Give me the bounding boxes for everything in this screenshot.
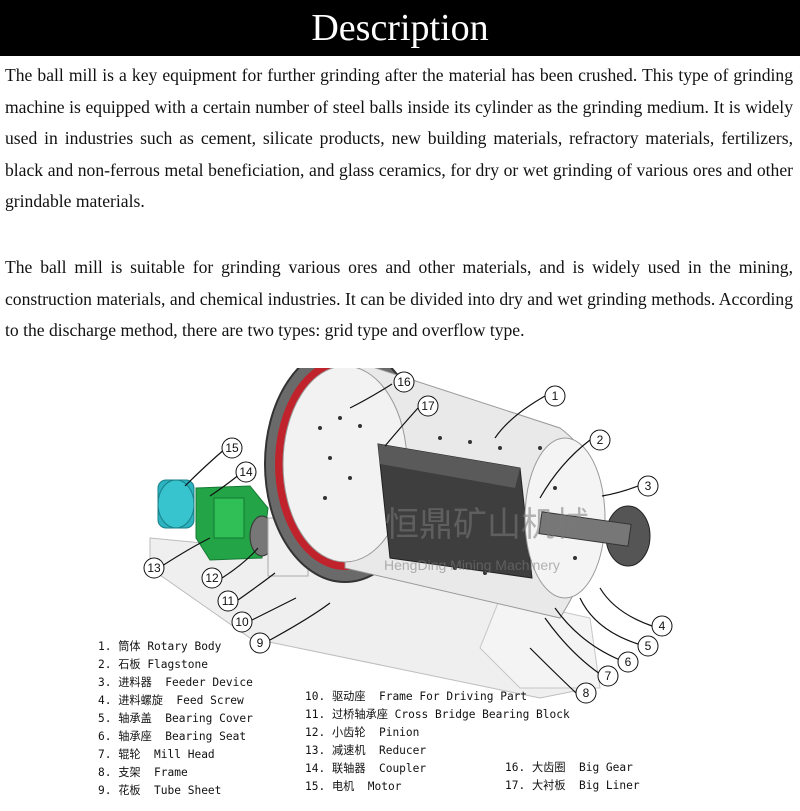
watermark-en: HengDing Mining Machinery (384, 557, 560, 573)
reducer-cover-shape (213, 497, 245, 539)
svg-text:14: 14 (239, 465, 253, 479)
legend-item-5: 5. 轴承盖 Bearing Cover (98, 712, 253, 725)
callout-9: 9 (249, 632, 271, 654)
svg-text:5: 5 (645, 639, 652, 653)
svg-text:7: 7 (605, 669, 612, 683)
legend-item-8: 8. 支架 Frame (98, 766, 188, 779)
svg-text:1: 1 (552, 389, 559, 403)
svg-text:8: 8 (583, 686, 590, 700)
legend-item-2: 2. 石板 Flagstone (98, 658, 208, 671)
callout-6: 6 (617, 651, 639, 673)
support-frame-shape (479, 597, 601, 689)
legend-item-7: 7. 辊轮 Mill Head (98, 748, 215, 761)
legend-item-11: 11. 过桥轴承座 Cross Bridge Bearing Block (305, 708, 570, 721)
ball-mill-diagram: 恒鼎矿山机械 HengDing Mining Machinery 1 2 (0, 368, 800, 800)
legend-column-2: 10. 驱动座 Frame For Driving Part 11. 过桥轴承座… (305, 688, 570, 793)
legend-item-16: 16. 大齿圈 Big Gear (505, 761, 633, 774)
legend-item-15: 15. 电机 Motor (305, 780, 402, 793)
liner-top-shape (378, 444, 520, 488)
svg-text:2: 2 (597, 433, 604, 447)
callout-10: 10 (231, 611, 253, 633)
legend-item-6: 6. 轴承座 Bearing Seat (98, 730, 247, 743)
callout-13: 13 (143, 557, 165, 579)
motor-end-shape (157, 479, 195, 529)
description-paragraph-1: The ball mill is a key equipment for fur… (5, 65, 793, 212)
legend-item-10: 10. 驱动座 Frame For Driving Part (305, 690, 528, 703)
legend-item-4: 4. 进料螺旋 Feed Screw (98, 694, 244, 707)
page-title: Description (311, 7, 489, 49)
legend-item-14: 14. 联轴器 Coupler (305, 762, 427, 775)
callout-12: 12 (201, 567, 223, 589)
svg-text:10: 10 (235, 615, 249, 629)
svg-text:12: 12 (205, 571, 219, 585)
svg-text:4: 4 (659, 619, 666, 633)
feed-screw-shape (538, 511, 632, 547)
callout-1: 1 (544, 385, 566, 407)
legend-item-9: 9. 花板 Tube Sheet (98, 784, 222, 797)
legend-item-13: 13. 减速机 Reducer (305, 744, 427, 757)
callout-8: 8 (575, 682, 597, 704)
svg-text:16: 16 (397, 375, 411, 389)
watermark-cn: 恒鼎矿山机械 (385, 506, 589, 544)
callout-3: 3 (637, 475, 659, 497)
callout-17: 17 (417, 395, 439, 417)
svg-text:17: 17 (421, 399, 435, 413)
callout-11: 11 (217, 590, 239, 612)
legend-item-1: 1. 筒体 Rotary Body (98, 640, 222, 653)
svg-text:13: 13 (147, 561, 161, 575)
callout-7: 7 (597, 665, 619, 687)
svg-text:11: 11 (222, 594, 235, 608)
ball-mill-illustration: 恒鼎矿山机械 HengDing Mining Machinery 1 2 (143, 368, 673, 704)
callout-2: 2 (589, 429, 611, 451)
callout-5: 5 (637, 635, 659, 657)
callout-markers: 1 2 3 4 5 6 7 8 9 10 11 12 13 14 15 16 1… (143, 371, 673, 704)
callout-15: 15 (221, 437, 243, 459)
legend-item-3: 3. 进料器 Feeder Device (98, 676, 253, 689)
svg-text:9: 9 (257, 636, 264, 650)
legend-item-17: 17. 大衬板 Big Liner (505, 779, 640, 792)
callout-16: 16 (393, 371, 415, 393)
legend-item-12: 12. 小齿轮 Pinion (305, 726, 420, 739)
description-paragraph-2: The ball mill is suitable for grinding v… (5, 257, 793, 341)
svg-text:15: 15 (225, 441, 239, 455)
legend-column-3: 16. 大齿圈 Big Gear 17. 大衬板 Big Liner (505, 759, 640, 811)
header-bar: Description (0, 0, 800, 56)
callout-4: 4 (651, 615, 673, 637)
legend-column-1: 1. 筒体 Rotary Body 2. 石板 Flagstone 3. 进料器… (98, 638, 253, 797)
svg-text:6: 6 (625, 655, 632, 669)
bolt-dots (318, 416, 577, 575)
svg-text:3: 3 (645, 479, 652, 493)
callout-14: 14 (235, 461, 257, 483)
